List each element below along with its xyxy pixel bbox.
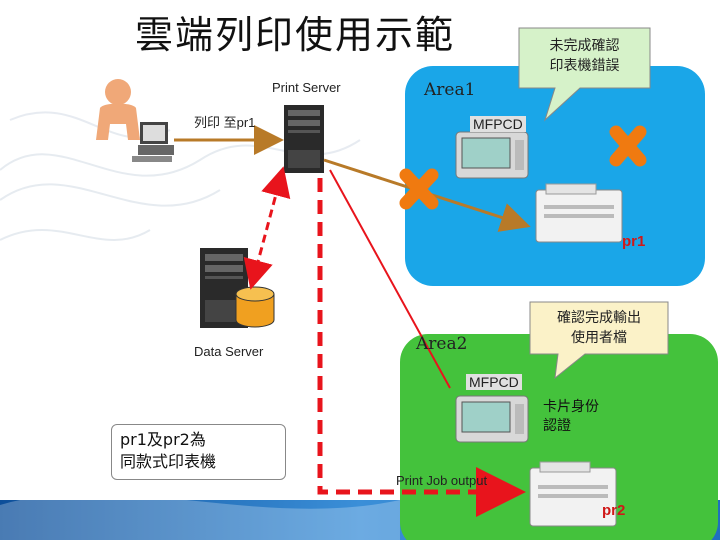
speech-bubble-top bbox=[518, 27, 651, 122]
speech-bubble-mid bbox=[529, 301, 669, 380]
area2-label: Area2 bbox=[416, 334, 468, 354]
bubble-mid-line1: 確認完成輸出 bbox=[557, 310, 641, 326]
card-auth-label: 卡片身份 認證 bbox=[543, 398, 599, 436]
card-auth-line1: 卡片身份 bbox=[543, 399, 599, 415]
pr1-label: pr1 bbox=[622, 233, 646, 250]
desktop-pc-icon bbox=[132, 122, 174, 162]
bubble-top-line2: 印表機錯誤 bbox=[549, 58, 620, 74]
card-reader-icon-2 bbox=[455, 395, 529, 443]
printer-icon-pr2 bbox=[529, 461, 617, 527]
card-auth-line2: 認證 bbox=[543, 418, 571, 434]
print-server-label: Print Server bbox=[272, 80, 341, 95]
pr2-label: pr2 bbox=[602, 502, 626, 519]
area1-label: Area1 bbox=[424, 80, 476, 100]
note-line1: pr1及pr2為 bbox=[120, 430, 206, 449]
error-x-icon-2 bbox=[609, 125, 647, 167]
user-icon bbox=[96, 79, 140, 140]
bubble-top-text: 未完成確認 印表機錯誤 bbox=[519, 36, 650, 76]
arrow-server-database bbox=[243, 166, 291, 290]
bubble-top-line1: 未完成確認 bbox=[549, 38, 620, 54]
mfpcd-label-2: MFPCD bbox=[466, 374, 522, 390]
print-job-output-label: Print Job output bbox=[396, 473, 488, 488]
bubble-mid-text: 確認完成輸出 使用者檔 bbox=[530, 308, 668, 348]
arrow-server-to-pr2 bbox=[317, 178, 526, 517]
error-x-icon-1 bbox=[399, 168, 439, 210]
bubble-mid-line2: 使用者檔 bbox=[571, 330, 627, 346]
print-server-icon bbox=[284, 105, 324, 173]
database-icon bbox=[235, 286, 275, 328]
card-reader-icon-1 bbox=[455, 131, 529, 179]
mfpcd-label-1: MFPCD bbox=[470, 116, 526, 132]
line-server-to-mfpcd2 bbox=[329, 169, 451, 389]
printer-icon-pr1 bbox=[535, 183, 623, 243]
note-box: pr1及pr2為 同款式印表機 bbox=[111, 424, 286, 480]
print-to-pr1-label: 列印 至pr1 bbox=[194, 115, 256, 130]
page-title: 雲端列印使用示範 bbox=[135, 13, 456, 57]
data-server-label: Data Server bbox=[194, 344, 264, 359]
note-line2: 同款式印表機 bbox=[120, 452, 217, 471]
